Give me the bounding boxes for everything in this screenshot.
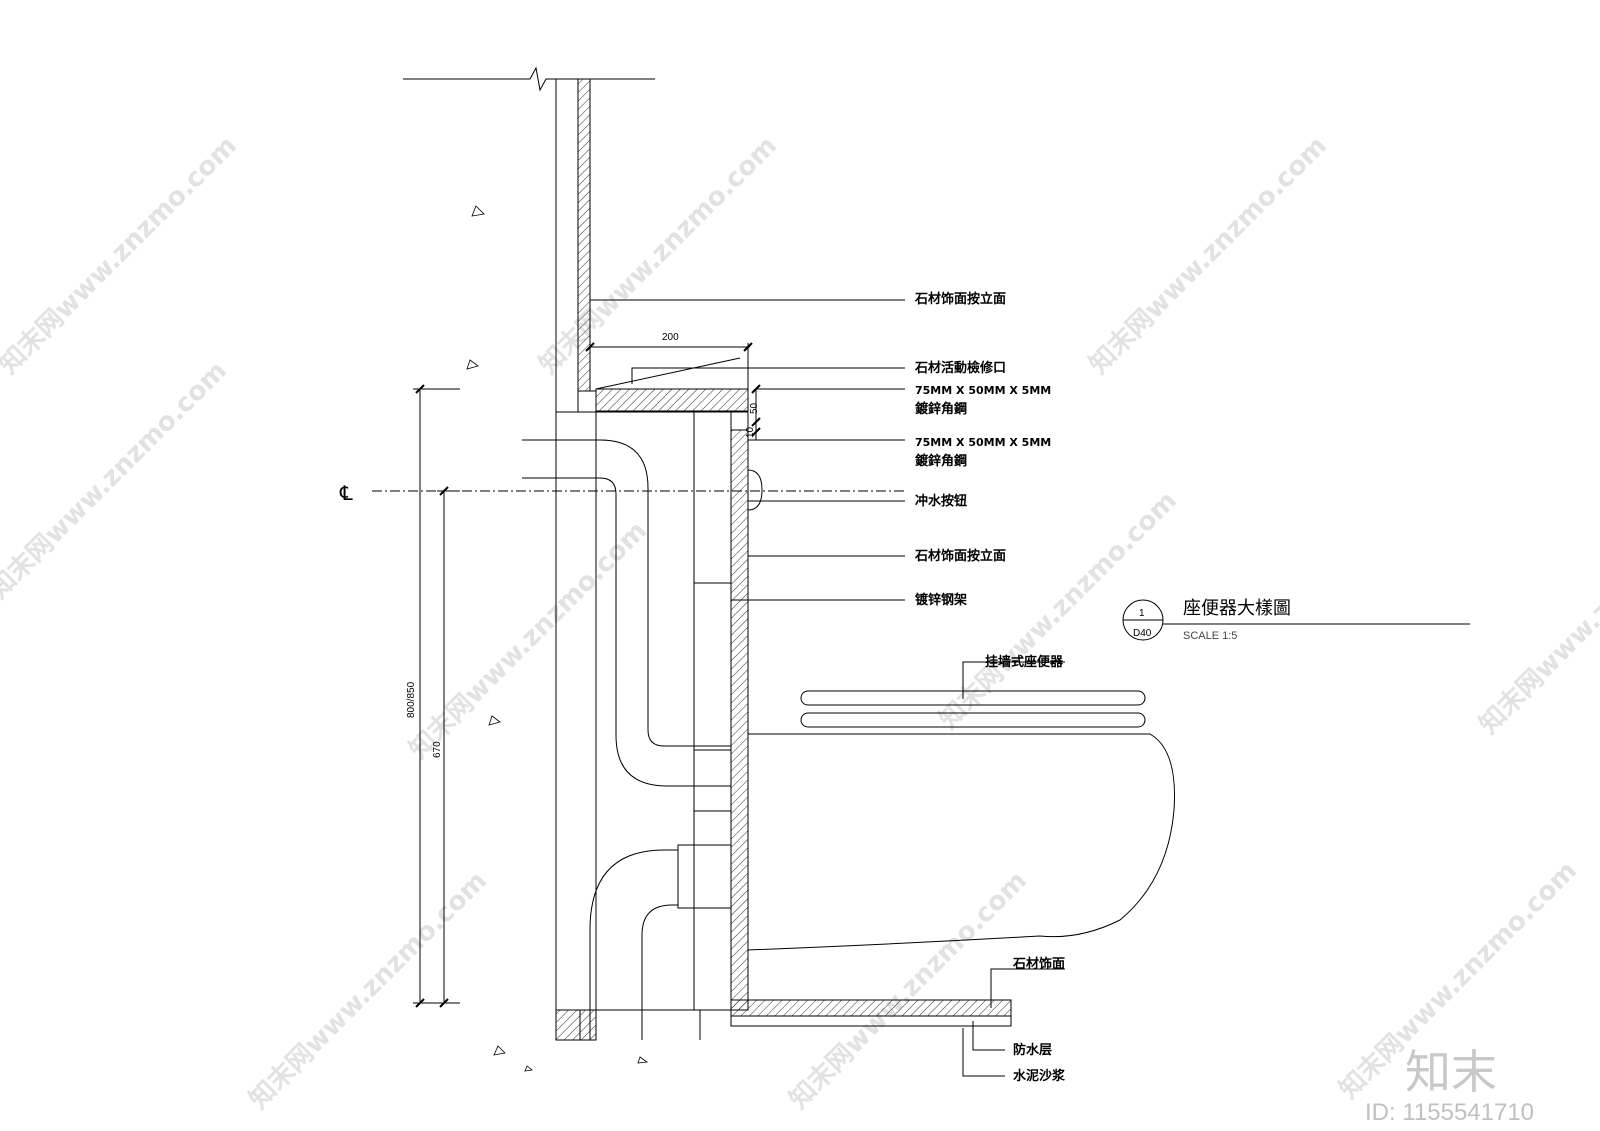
- label-galvanized-steel-frame: 镀锌钢架: [915, 592, 967, 608]
- cabinet-face-hatch: [730, 429, 749, 1011]
- label-stone-finish: 石材饰面: [1012, 956, 1065, 972]
- label-stone-access-panel: 石材活動檢修口: [914, 360, 1006, 376]
- watermark-text: 知末网www.znzmo.com: [1084, 131, 1333, 380]
- label-angle-steel-name: 鍍鋅角鋼: [914, 401, 967, 417]
- drawing-scale: SCALE 1:5: [1183, 630, 1237, 642]
- cabinet-outline: [555, 411, 749, 1011]
- floor-stone-hatch: [730, 999, 1012, 1017]
- toilet-lid: [800, 690, 1146, 706]
- access-panel: [595, 388, 749, 412]
- title-block: 1 D40 座便器大樣圖 SCALE 1:5: [1133, 598, 1291, 642]
- label-wall-hung-toilet: 挂墙式座便器: [985, 654, 1064, 670]
- label-stone-finish-elevation: 石材饰面按立面: [914, 548, 1006, 564]
- dimension-texts: 200 50 10 800/850 670 ℄: [339, 332, 760, 758]
- drawing-title: 座便器大樣圖: [1183, 598, 1291, 619]
- watermark-text: 知末网www.znzmo.com: [784, 866, 1033, 1115]
- break-line: [403, 66, 655, 92]
- steel-frame-box: [693, 582, 732, 812]
- flush-pipe: [522, 439, 731, 747]
- toilet-seat: [800, 712, 1146, 728]
- watermark-text: 知末网www.znzmo.com: [404, 516, 653, 765]
- watermark-text: 知末网www.znzmo.com: [1474, 491, 1600, 740]
- watermark-logo: 知末: [1405, 1045, 1497, 1099]
- detail-number: 1: [1139, 608, 1145, 619]
- toilet-bowl: [747, 733, 1175, 951]
- annotation-labels: 石材饰面按立面 石材活動檢修口 75MM X 50MM X 5MM 鍍鋅角鋼 7…: [914, 291, 1066, 1084]
- drain-pipe: [589, 849, 678, 1040]
- label-angle-steel-spec: 75MM X 50MM X 5MM: [915, 436, 1051, 449]
- dimension-10: 10: [745, 426, 756, 438]
- watermark-layer: 知末网www.znzmo.com 知末网www.znzmo.com 知末网www…: [0, 131, 1600, 1115]
- floor-base-hatch: [555, 1009, 597, 1041]
- sheet-number: D40: [1133, 628, 1152, 639]
- dimension-800-850: 800/850: [406, 681, 417, 718]
- label-waterproof-layer: 防水层: [1013, 1042, 1052, 1058]
- watermark-text: 知末网www.znzmo.com: [0, 131, 243, 380]
- centerline-symbol: ℄: [339, 481, 353, 505]
- watermark-text: 知末网www.znzmo.com: [534, 131, 783, 380]
- dimension-670: 670: [432, 741, 443, 758]
- wall-hatch: [577, 78, 591, 392]
- label-cement-mortar: 水泥沙浆: [1013, 1068, 1066, 1084]
- dimension-200: 200: [662, 332, 679, 343]
- label-angle-steel-spec: 75MM X 50MM X 5MM: [915, 384, 1051, 397]
- label-flush-button: 冲水按钮: [915, 493, 967, 509]
- drain-coupling: [677, 844, 732, 909]
- watermark-text: 知末网www.znzmo.com: [244, 866, 493, 1115]
- watermark-text: 知末网www.znzmo.com: [0, 356, 233, 605]
- watermark-id: ID: 1155541710: [1365, 1099, 1534, 1126]
- dimension-50: 50: [749, 402, 760, 414]
- concrete-aggregate-marks: [466, 205, 649, 1072]
- linework: [372, 66, 1470, 1077]
- label-angle-steel-name: 鍍鋅角鋼: [914, 453, 967, 469]
- label-stone-finish-elevation: 石材饰面按立面: [914, 291, 1006, 307]
- flush-button: [747, 469, 763, 511]
